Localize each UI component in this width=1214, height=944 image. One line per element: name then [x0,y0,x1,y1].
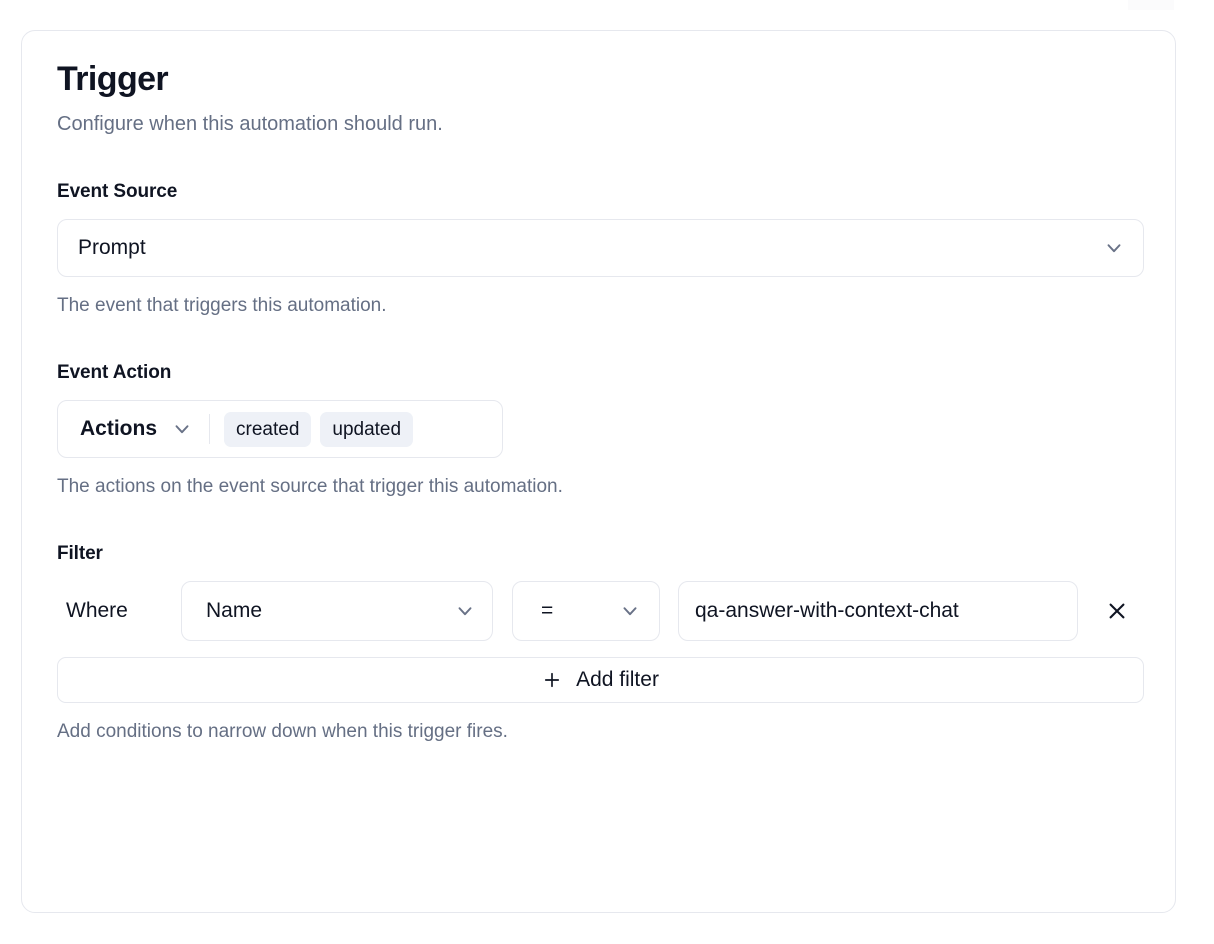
event-source-value: Prompt [78,236,146,260]
event-action-field: Event Action Actions created updated The [57,362,1140,499]
page-subtitle: Configure when this automation should ru… [57,113,443,136]
filter-help: Add conditions to narrow down when this … [57,720,508,742]
event-source-select[interactable]: Prompt [57,219,1144,278]
event-source-field: Event Source Prompt The event that trigg… [57,181,1144,318]
event-action-label: Event Action [57,362,172,384]
event-action-combo[interactable]: Actions created updated [57,400,503,459]
chevron-down-icon [454,600,476,622]
event-action-dropdown-trigger[interactable]: Actions [80,417,209,441]
filter-value-text: qa-answer-with-context-chat [695,598,959,622]
filter-row: Where Name = [57,580,1140,641]
event-action-trigger-label: Actions [80,417,158,441]
event-source-help: The event that triggers this automation. [57,295,387,317]
where-label: Where [66,598,128,622]
filter-operator-value: = [541,598,554,622]
filter-value-input[interactable]: qa-answer-with-context-chat [678,580,1078,641]
chevron-down-icon [1103,237,1125,259]
event-action-chips: created updated [224,411,414,447]
trigger-card: Trigger Configure when this automation s… [21,30,1176,913]
chevron-down-icon [619,600,641,622]
add-filter-button[interactable]: Add filter [57,656,1144,703]
add-filter-label: Add filter [576,667,659,691]
remove-filter-button[interactable] [1096,590,1138,632]
event-action-help: The actions on the event source that tri… [57,476,563,498]
plus-icon [542,670,562,690]
filter-label: Filter [57,542,103,564]
filter-operator-select[interactable]: = [512,580,660,641]
filter-field-value: Name [206,598,263,622]
filter-field: Filter Where Name = [57,542,1144,744]
chevron-down-icon [171,418,193,440]
top-edge-artifact [1128,0,1174,10]
combo-divider [209,414,211,445]
filter-field-select[interactable]: Name [181,580,493,641]
event-source-label: Event Source [57,181,178,203]
action-chip[interactable]: updated [320,411,414,447]
page-title: Trigger [57,60,169,98]
action-chip[interactable]: created [224,411,312,447]
close-icon [1106,600,1128,622]
